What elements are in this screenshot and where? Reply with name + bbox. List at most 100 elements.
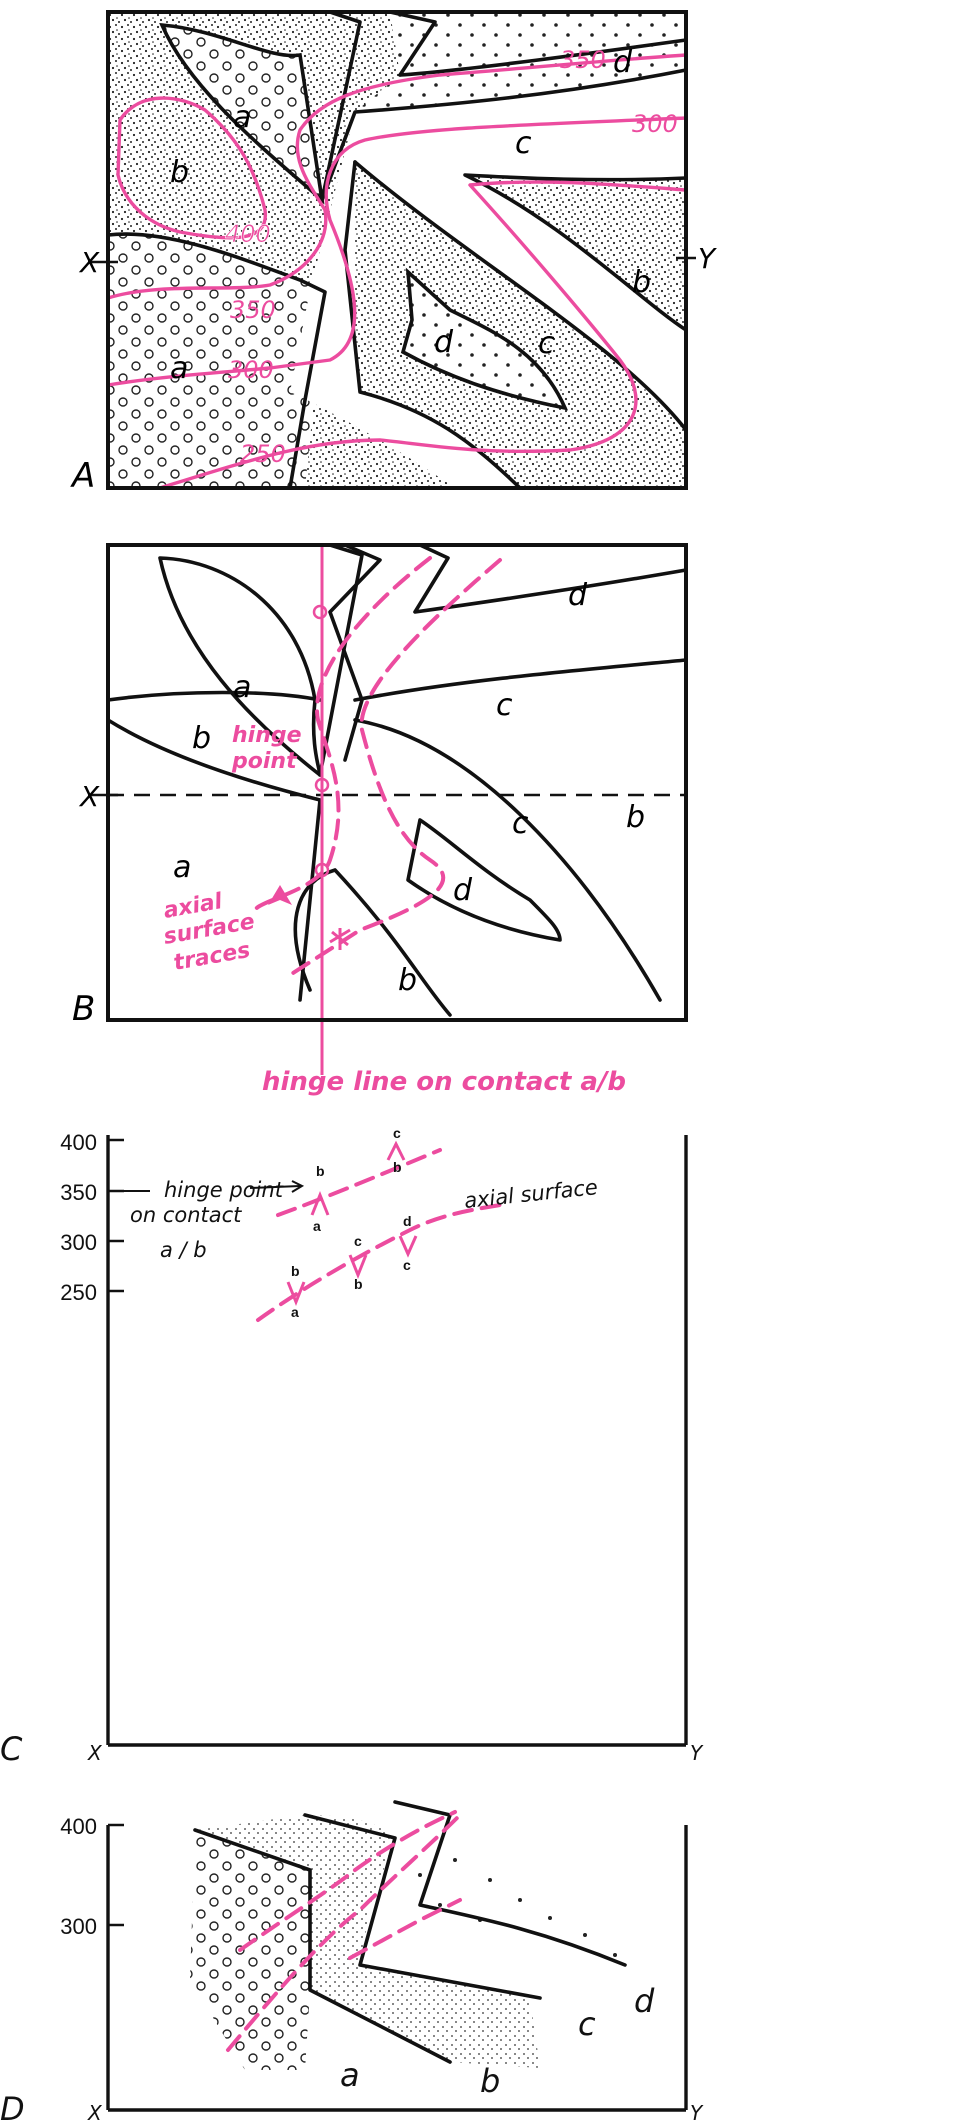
axial-trace-arrow-left bbox=[268, 885, 292, 905]
unit-label-d-top: d bbox=[613, 45, 633, 80]
panel-d-unit-b-fill bbox=[195, 1815, 540, 2068]
panel-c-x-label: X bbox=[87, 1741, 103, 1765]
contact-c-d-upper bbox=[388, 10, 688, 77]
contact-a-b-lower bbox=[106, 232, 327, 490]
contour-label-350-left: 350 bbox=[230, 296, 276, 324]
unit-c-fill bbox=[290, 70, 688, 488]
contour-250 bbox=[158, 180, 688, 490]
panel-c-letter-b4: b bbox=[291, 1263, 300, 1279]
hinge-point-label-line1: hinge bbox=[232, 723, 302, 748]
panel-a-y-label: Y bbox=[698, 242, 717, 275]
panel-c-hinge-label-line3: a / b bbox=[160, 1238, 207, 1262]
panel-d-unit-c: c bbox=[578, 2005, 596, 2043]
panel-d-unit-a-fill bbox=[190, 1830, 310, 2070]
panel-c-letter-b1: b bbox=[316, 1163, 325, 1179]
panel-d-unit-b: b bbox=[480, 2062, 500, 2100]
unit-label-c-right: c bbox=[512, 806, 529, 841]
panel-d-label: D bbox=[0, 2090, 25, 2121]
panel-c-letter-a1: a bbox=[313, 1218, 321, 1234]
unit-label-d-core: d bbox=[453, 873, 473, 908]
unit-label-b-bottom: b bbox=[398, 963, 417, 998]
contact-b-c-upper bbox=[318, 543, 364, 777]
panel-c-tick-400: 400 bbox=[60, 1130, 97, 1155]
panel-d-contact-b-c bbox=[303, 1813, 542, 2000]
panel-c-letter-c1: c bbox=[393, 1125, 401, 1141]
axial-trace-left bbox=[253, 556, 432, 912]
unit-label-c-top: c bbox=[496, 688, 513, 723]
unit-a-lower-fill bbox=[108, 234, 325, 488]
contact-b-lower bbox=[293, 868, 452, 1017]
panel-d-tick-400: 400 bbox=[60, 1814, 97, 1839]
panel-c-hinge-label-line2: on contact bbox=[130, 1203, 242, 1227]
unit-label-b-left: b bbox=[170, 155, 189, 190]
panel-d-axial-upper bbox=[238, 1810, 457, 1952]
contact-d-core bbox=[406, 818, 562, 942]
contour-400 bbox=[116, 96, 267, 240]
panel-c-letter-c2: c bbox=[403, 1257, 411, 1273]
hinge-point-marker-lower bbox=[314, 862, 330, 878]
contact-a-b-lower bbox=[106, 690, 322, 702]
contact-b-c-middle bbox=[353, 658, 688, 702]
panel-c-hinge-arrow bbox=[249, 1185, 301, 1189]
contact-b-c-right bbox=[463, 173, 688, 332]
contour-label-300-right: 300 bbox=[632, 110, 678, 138]
panel-c-axial-upper bbox=[276, 1148, 442, 1217]
panel-d-axial-middle bbox=[348, 1898, 462, 1960]
panel-d-unit-d: d bbox=[634, 1982, 655, 2020]
axial-trace-right bbox=[288, 558, 502, 977]
panel-a-x-label: X bbox=[78, 246, 100, 279]
contour-label-350-right: 350 bbox=[560, 46, 606, 74]
panel-b-label: B bbox=[72, 989, 95, 1029]
panel-d-contact-a-b bbox=[193, 1828, 452, 2064]
panel-c-tick-350: 350 bbox=[60, 1180, 97, 1205]
panel-a-frame bbox=[106, 10, 688, 490]
panel-c-letter-d1: d bbox=[403, 1213, 412, 1229]
contact-c-d-upper bbox=[413, 543, 688, 614]
contact-b-c-upper bbox=[320, 10, 688, 202]
unit-d-core bbox=[400, 267, 569, 411]
panel-d-tick-300: 300 bbox=[60, 1914, 97, 1939]
contour-label-250: 250 bbox=[240, 440, 286, 468]
unit-b-right-fill bbox=[465, 175, 686, 330]
panel-c-tick-300: 300 bbox=[60, 1230, 97, 1255]
panel-a-label: A bbox=[70, 456, 95, 496]
unit-label-b-left: b bbox=[192, 721, 211, 756]
panel-b: B X a b c d b c d a b hinge point axial … bbox=[72, 543, 688, 1097]
panel-b-background bbox=[108, 545, 686, 1020]
hinge-line-caption: hinge line on contact a/b bbox=[262, 1067, 626, 1097]
panel-d-y-label: Y bbox=[690, 2101, 704, 2121]
panel-c-label: C bbox=[0, 1730, 23, 1768]
unit-label-a-top: a bbox=[233, 100, 251, 135]
contact-c-b-right bbox=[353, 160, 688, 432]
panel-b-frame bbox=[106, 543, 688, 1022]
contact-a-inlier bbox=[158, 556, 322, 777]
unit-label-a-top: a bbox=[233, 670, 251, 705]
unit-label-a-lower: a bbox=[170, 351, 188, 386]
unit-label-c-top: c bbox=[515, 126, 532, 161]
panel-d-x-label: X bbox=[87, 2101, 103, 2121]
panel-c-letter-b2: b bbox=[393, 1159, 402, 1175]
panel-d-contact-c-d bbox=[393, 1800, 627, 1967]
unit-label-d-top: d bbox=[568, 578, 588, 613]
unit-label-c-right: c bbox=[538, 326, 555, 361]
unit-label-a-lower: a bbox=[173, 850, 191, 885]
panel-c-letter-a2: a bbox=[291, 1304, 299, 1320]
hinge-point-marker-top bbox=[312, 604, 328, 620]
contour-label-400: 400 bbox=[225, 220, 271, 248]
panel-c: 400 350 300 250 hinge point on contact a… bbox=[0, 1125, 704, 1768]
panel-d: 400 300 a b c d D X Y bbox=[0, 1800, 704, 2121]
hinge-point-label-line2: point bbox=[231, 749, 298, 774]
unit-label-b-right: b bbox=[632, 265, 651, 300]
panel-c-letter-b3: b bbox=[354, 1276, 363, 1292]
contact-b-c-lower bbox=[343, 160, 522, 490]
panel-d-axial-lower bbox=[226, 1813, 462, 2052]
contact-a-b-left bbox=[106, 718, 322, 1002]
axial-trace-arrow-right bbox=[329, 928, 351, 950]
contour-label-300-left: 300 bbox=[228, 356, 274, 384]
unit-label-d-core: d bbox=[434, 325, 454, 360]
contour-300 bbox=[106, 116, 688, 387]
panel-c-letter-c3: c bbox=[354, 1233, 362, 1249]
panel-b-x-label: X bbox=[78, 780, 100, 813]
panel-a: A X Y a b c d b c d a 400 350 300 250 35… bbox=[70, 10, 717, 496]
unit-label-b-right: b bbox=[626, 800, 645, 835]
